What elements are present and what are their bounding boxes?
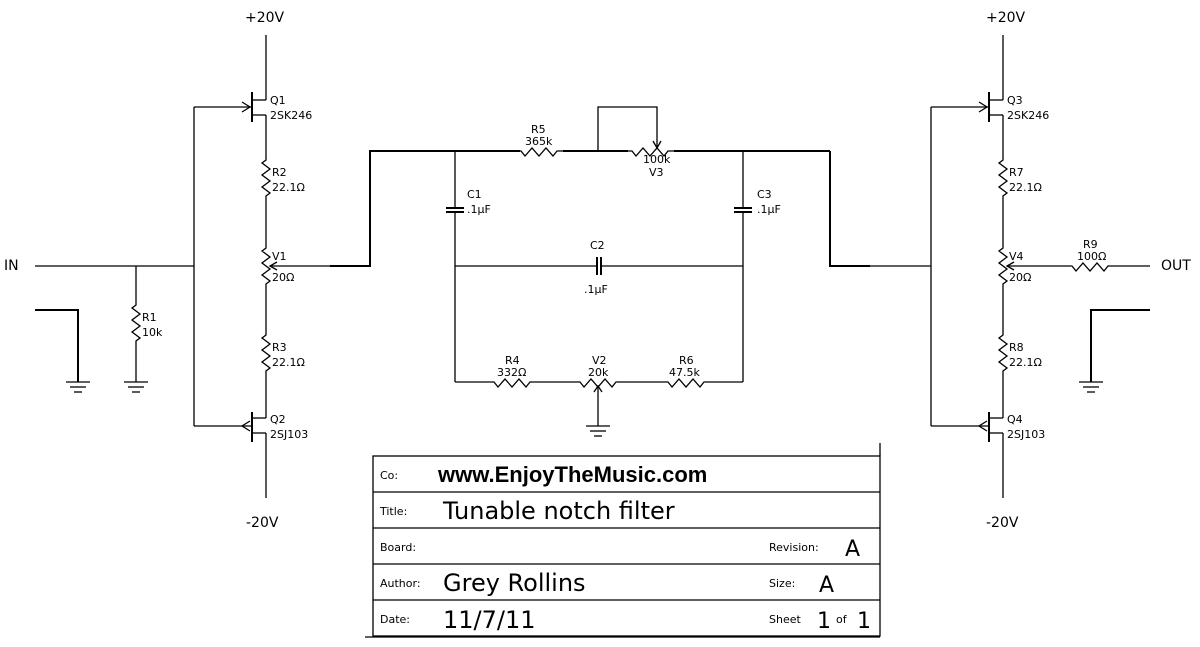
r5-resistor-symbol xyxy=(516,147,564,157)
notch-filter-network: R5 365k 100k V3 C1 .1μF C3 .1μF C2 .1μF xyxy=(330,106,870,437)
q4-jfet-symbol xyxy=(931,412,1003,442)
left-positive-rail-label: +20V xyxy=(245,10,285,26)
r1-ground-icon xyxy=(123,381,149,393)
company-label: Co: xyxy=(380,469,398,482)
q1-value-label: 2SK246 xyxy=(270,109,312,122)
r4-ref-label: R4 xyxy=(505,354,520,367)
q2-jfet-symbol xyxy=(194,412,266,442)
r2-resistor-symbol xyxy=(261,157,271,199)
r8-ref-label: R8 xyxy=(1009,341,1024,354)
sheet-total: 1 xyxy=(857,609,871,634)
sheet-label: Sheet xyxy=(769,613,801,626)
sheet-of-label: of xyxy=(836,613,848,626)
v2-ground-icon xyxy=(585,425,611,437)
r8-value-label: 22.1Ω xyxy=(1009,356,1042,369)
r6-value-label: 47.5k xyxy=(669,366,700,379)
q3-jfet-symbol xyxy=(931,92,1003,122)
r7-resistor-symbol xyxy=(998,157,1008,199)
r1-resistor-symbol xyxy=(131,302,141,344)
q4-value-label: 2SJ103 xyxy=(1007,428,1045,441)
v3-ref-label: V3 xyxy=(649,166,664,179)
r1-ref-label: R1 xyxy=(142,311,157,324)
c1-ref-label: C1 xyxy=(467,188,482,201)
r3-value-label: 22.1Ω xyxy=(272,356,305,369)
input-section: IN R1 10k xyxy=(4,258,194,393)
date-label: Date: xyxy=(380,613,410,626)
v2-ref-label: V2 xyxy=(592,354,607,367)
title-value: Tunable notch filter xyxy=(442,497,675,525)
v1-ref-label: V1 xyxy=(272,250,287,263)
c2-ref-label: C2 xyxy=(590,239,605,252)
left-negative-rail-label: -20V xyxy=(246,515,279,531)
q3-ref-label: Q3 xyxy=(1007,94,1023,107)
c2-value-label: .1μF xyxy=(584,283,608,296)
board-label: Board: xyxy=(380,541,416,554)
q4-ref-label: Q4 xyxy=(1007,413,1023,426)
input-label: IN xyxy=(4,258,19,274)
r3-ref-label: R3 xyxy=(272,341,287,354)
q2-value-label: 2SJ103 xyxy=(270,428,308,441)
v4-ref-label: V4 xyxy=(1009,250,1024,263)
r9-value-label: 100Ω xyxy=(1077,250,1106,263)
c3-value-label: .1μF xyxy=(757,203,781,216)
title-label: Title: xyxy=(379,505,407,518)
output-label: OUT xyxy=(1161,258,1191,274)
r5-ref-label: R5 xyxy=(531,123,546,136)
size-label: Size: xyxy=(769,577,795,590)
revision-value: A xyxy=(845,537,860,562)
company-value: www.EnjoyTheMusic.com xyxy=(437,462,707,487)
r7-ref-label: R7 xyxy=(1009,166,1024,179)
sheet-number: 1 xyxy=(817,609,831,634)
r2-ref-label: R2 xyxy=(272,166,287,179)
r4-resistor-symbol xyxy=(489,378,537,388)
right-buffer-stage: +20V Q3 2SK246 R7 22.1Ω V4 20Ω R9 100Ω O… xyxy=(870,10,1191,531)
size-value: A xyxy=(819,573,834,598)
q1-jfet-symbol xyxy=(194,92,266,122)
author-value: Grey Rollins xyxy=(443,569,586,597)
r2-value-label: 22.1Ω xyxy=(272,181,305,194)
r9-ref-label: R9 xyxy=(1083,238,1098,251)
c3-ref-label: C3 xyxy=(757,188,772,201)
r8-resistor-symbol xyxy=(998,332,1008,374)
r1-value-label: 10k xyxy=(142,326,163,339)
revision-label: Revision: xyxy=(769,541,819,554)
title-block: Co: www.EnjoyTheMusic.com Title: Tunable… xyxy=(365,443,881,638)
q2-ref-label: Q2 xyxy=(270,413,286,426)
r3-resistor-symbol xyxy=(261,332,271,374)
q3-value-label: 2SK246 xyxy=(1007,109,1049,122)
r7-value-label: 22.1Ω xyxy=(1009,181,1042,194)
left-buffer-stage: +20V Q1 2SK246 R2 22.1Ω V1 20Ω R3 22.1Ω xyxy=(193,10,370,531)
r6-resistor-symbol xyxy=(663,378,711,388)
r6-ref-label: R6 xyxy=(679,354,694,367)
q1-ref-label: Q1 xyxy=(270,94,286,107)
v2-value-label: 20k xyxy=(588,366,609,379)
right-negative-rail-label: -20V xyxy=(986,515,1019,531)
v2-potentiometer-symbol xyxy=(575,378,623,388)
r5-value-label: 365k xyxy=(525,135,553,148)
r4-value-label: 332Ω xyxy=(497,366,526,379)
output-ground-icon xyxy=(1078,381,1104,393)
right-positive-rail-label: +20V xyxy=(986,10,1026,26)
v4-value-label: 20Ω xyxy=(1009,271,1031,284)
v1-value-label: 20Ω xyxy=(272,271,294,284)
v3-value-label: 100k xyxy=(643,153,671,166)
author-label: Author: xyxy=(380,577,421,590)
input-ground-icon xyxy=(65,381,91,393)
c1-value-label: .1μF xyxy=(467,203,491,216)
date-value: 11/7/11 xyxy=(443,606,536,634)
r9-resistor-symbol xyxy=(1067,262,1115,272)
